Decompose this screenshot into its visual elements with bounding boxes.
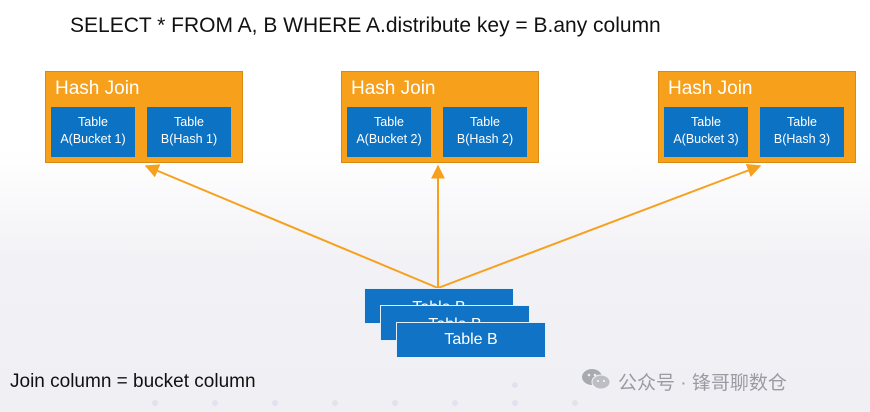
table-a-bucket-1: Table A(Bucket 1) (51, 107, 135, 157)
table-label: Table (691, 115, 721, 129)
table-a-bucket-3: Table A(Bucket 3) (664, 107, 748, 157)
table-label: Table (470, 115, 500, 129)
table-name: B(Hash 1) (160, 132, 218, 146)
arrow-to-join-3 (437, 163, 762, 289)
hash-join-box-2: Hash Join Table A(Bucket 2) Table B(Hash… (341, 71, 539, 163)
table-name: A(Bucket 3) (673, 132, 739, 146)
table-b-hash-2: Table B(Hash 2) (443, 107, 527, 157)
sql-query: SELECT * FROM A, B WHERE A.distribute ke… (70, 14, 661, 37)
watermark: 公众号 · 锋哥聊数仓 (580, 364, 850, 394)
table-name: A(Bucket 1) (60, 132, 126, 146)
table-name: B(Hash 3) (773, 132, 831, 146)
table-b-hash-1: Table B(Hash 1) (147, 107, 231, 157)
hash-join-title: Hash Join (668, 78, 753, 99)
arrow-to-join-1 (144, 164, 439, 289)
table-name: A(Bucket 2) (356, 132, 422, 146)
watermark-text: 公众号 · 锋哥聊数仓 (618, 373, 787, 394)
table-name: B(Hash 2) (456, 132, 514, 146)
table-label: Table (174, 115, 204, 129)
hash-join-box-1: Hash Join Table A(Bucket 1) Table B(Hash… (45, 71, 243, 163)
join-condition-note: Join column = bucket column (10, 371, 256, 392)
hash-join-title: Hash Join (351, 78, 436, 99)
table-b-label: Table B (444, 331, 498, 348)
table-b-hash-3: Table B(Hash 3) (760, 107, 844, 157)
table-label: Table (374, 115, 404, 129)
table-label: Table (78, 115, 108, 129)
table-a-bucket-2: Table A(Bucket 2) (347, 107, 431, 157)
table-b-card-front: Table B (396, 322, 546, 358)
hash-join-box-3: Hash Join Table A(Bucket 3) Table B(Hash… (658, 71, 856, 163)
hash-join-title: Hash Join (55, 78, 140, 99)
wechat-icon (582, 369, 611, 390)
table-label: Table (787, 115, 817, 129)
